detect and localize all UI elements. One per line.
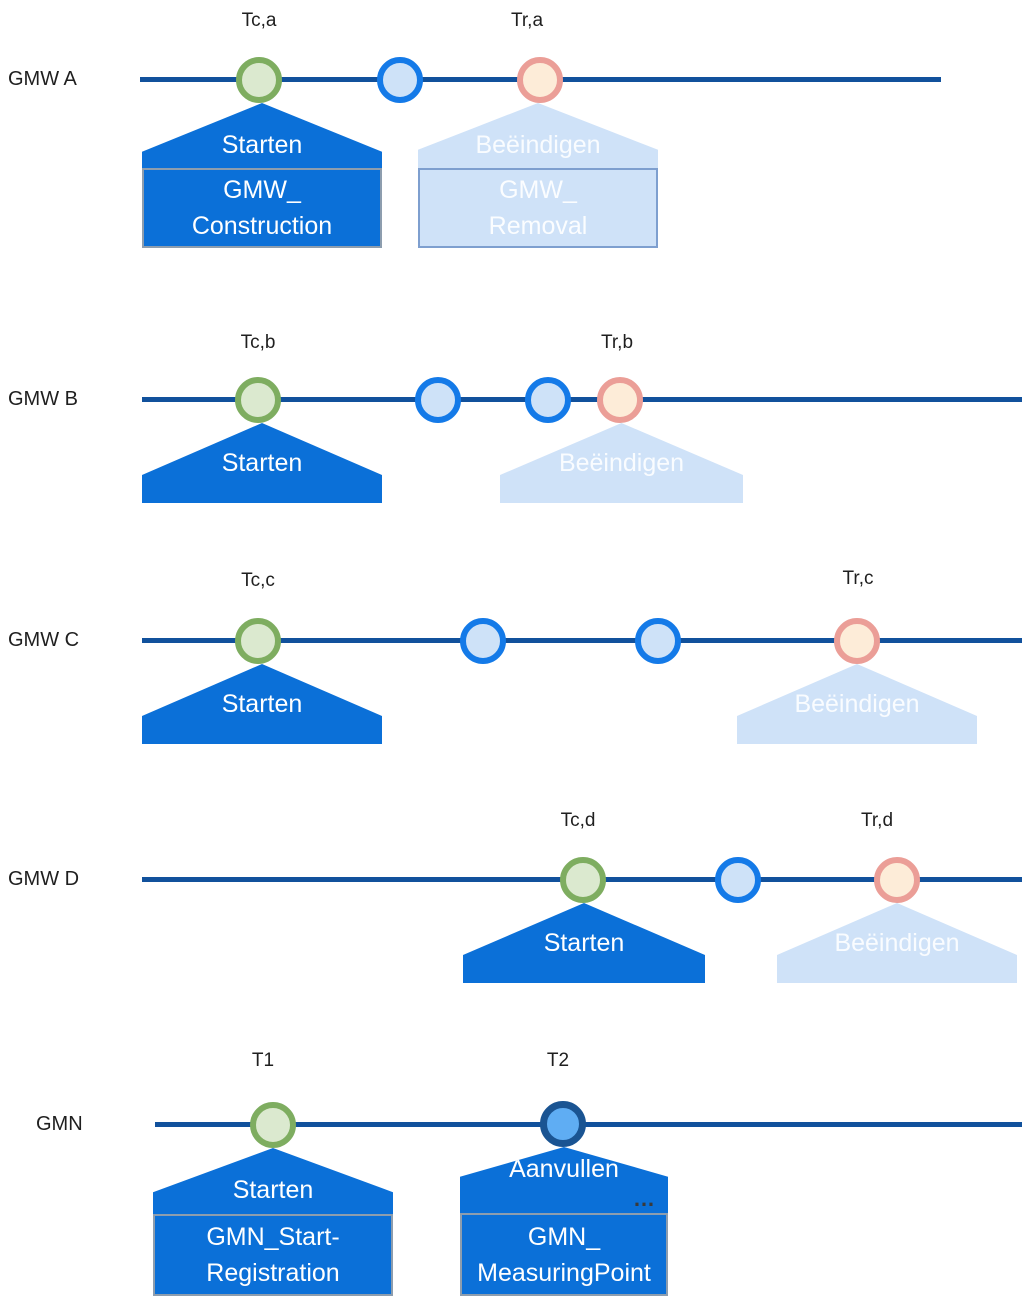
callout-label: Beëindigen bbox=[794, 690, 920, 718]
time-label-tra: Tr,a bbox=[510, 10, 544, 31]
timeline-gmw-b bbox=[142, 397, 1022, 402]
timeline-gmn bbox=[155, 1122, 1022, 1127]
row-label-gmw-a: GMW A bbox=[8, 68, 77, 90]
start-registration-marker bbox=[250, 1102, 296, 1148]
doc-box-line: GMW_ bbox=[499, 176, 577, 204]
callout-label: Starten bbox=[221, 690, 303, 718]
time-label-trd: Tr,d bbox=[860, 810, 894, 831]
callout-label: Beëindigen bbox=[558, 449, 685, 477]
intermediate-event-marker bbox=[525, 377, 571, 423]
doc-box-line: GMN_ bbox=[527, 1222, 601, 1251]
row-label-gmw-c: GMW C bbox=[8, 629, 80, 651]
intermediate-event-marker bbox=[460, 618, 506, 664]
starten-callout: Starten bbox=[142, 103, 382, 168]
starten-callout: Starten bbox=[142, 423, 382, 503]
time-label-tcb: Tc,b bbox=[240, 332, 276, 353]
doc-box-line: GMW_ bbox=[223, 176, 301, 204]
time-label-tcd: Tc,d bbox=[560, 810, 596, 831]
row-label-gmw-b: GMW B bbox=[8, 388, 78, 410]
construction-start-marker bbox=[235, 377, 281, 423]
doc-box-line: Construction bbox=[191, 212, 333, 240]
time-label-t2: T2 bbox=[546, 1050, 570, 1071]
intermediate-event-marker bbox=[377, 57, 423, 103]
gmw-construction-doc-box: GMW_ Construction bbox=[142, 168, 382, 248]
starten-callout: Starten bbox=[153, 1148, 393, 1214]
gmn-measuringpoint-doc-box: GMN_ MeasuringPoint bbox=[460, 1213, 668, 1296]
gmn-start-registration-doc-box: GMN_Start- Registration bbox=[153, 1214, 393, 1296]
removal-marker bbox=[834, 618, 880, 664]
callout-label: Starten bbox=[232, 1176, 314, 1204]
doc-box-line: MeasuringPoint bbox=[477, 1258, 651, 1287]
callout-label: Starten bbox=[543, 929, 625, 957]
intermediate-event-marker bbox=[635, 618, 681, 664]
beeindigen-callout-faded: Beëindigen bbox=[737, 664, 977, 744]
time-label-tcc: Tc,c bbox=[241, 570, 275, 591]
row-label-gmn: GMN bbox=[36, 1113, 83, 1135]
removal-marker bbox=[597, 377, 643, 423]
beeindigen-callout-faded: Beëindigen bbox=[500, 423, 743, 503]
row-label-gmw-d: GMW D bbox=[8, 868, 80, 890]
intermediate-event-marker bbox=[415, 377, 461, 423]
doc-box-line: GMN_Start- bbox=[206, 1223, 340, 1251]
construction-start-marker bbox=[235, 618, 281, 664]
time-label-t1: T1 bbox=[251, 1050, 275, 1071]
beeindigen-callout-faded: Beëindigen bbox=[777, 903, 1017, 983]
callout-label: Beëindigen bbox=[834, 929, 960, 957]
callout-label: Aanvullen bbox=[509, 1155, 619, 1183]
starten-callout: Starten bbox=[142, 664, 382, 744]
construction-start-marker bbox=[236, 57, 282, 103]
time-label-trc: Tr,c bbox=[842, 568, 874, 589]
doc-box-line: Removal bbox=[488, 212, 588, 240]
more-ellipsis: … bbox=[633, 1186, 657, 1211]
removal-marker bbox=[874, 857, 920, 903]
doc-box-line: Registration bbox=[206, 1259, 340, 1287]
starten-callout: Starten bbox=[463, 903, 705, 983]
construction-start-marker bbox=[560, 857, 606, 903]
callout-label: Starten bbox=[221, 449, 303, 477]
time-label-trb: Tr,b bbox=[600, 332, 634, 353]
measuringpoint-event-marker bbox=[540, 1101, 586, 1147]
removal-marker bbox=[517, 57, 563, 103]
time-label-tca: Tc,a bbox=[241, 10, 277, 31]
callout-label: Beëindigen bbox=[475, 131, 601, 159]
intermediate-event-marker bbox=[715, 857, 761, 903]
callout-label: Starten bbox=[221, 131, 303, 159]
timeline-gmw-c bbox=[142, 638, 1022, 643]
beeindigen-callout-faded: Beëindigen bbox=[418, 103, 658, 168]
gmw-removal-doc-box-faded: GMW_ Removal bbox=[418, 168, 658, 248]
